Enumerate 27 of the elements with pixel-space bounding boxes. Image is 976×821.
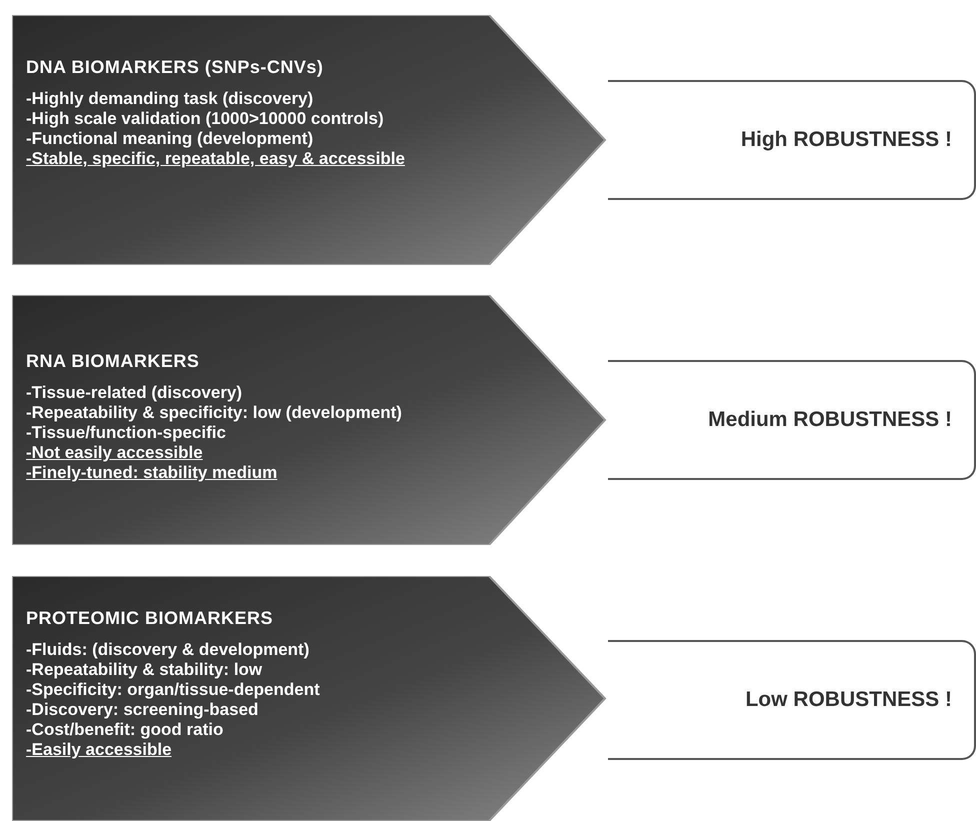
result-text: High ROBUSTNESS !: [740, 128, 952, 152]
heading: RNA BIOMARKERS: [26, 351, 200, 371]
chevron-panel: [12, 576, 607, 821]
result-text: Medium ROBUSTNESS !: [708, 408, 952, 432]
list-item: -Stable, specific, repeatable, easy & accessible: [26, 149, 405, 169]
list-item: -Specificity: organ/tissue-dependent: [26, 680, 320, 700]
list-item: -Easily accessible: [26, 740, 172, 760]
list-item: -Discovery: screening-based: [26, 700, 258, 720]
list-item: -Highly demanding task (discovery): [26, 89, 314, 109]
heading: PROTEOMIC BIOMARKERS: [26, 608, 274, 628]
list-item: -Tissue/function-specific: [26, 423, 226, 443]
list-item: -Cost/benefit: good ratio: [26, 720, 224, 740]
result-box: [608, 80, 976, 200]
list-item: -Functional meaning (development): [26, 129, 314, 149]
list-item: -Tissue-related (discovery): [26, 383, 242, 403]
list-item: -Fluids: (discovery & development): [26, 640, 310, 660]
list-item: -Not easily accessible: [26, 443, 203, 463]
list-item: -Repeatability & specificity: low (development): [26, 403, 402, 423]
chevron-panel: [12, 295, 607, 545]
result-text: Low ROBUSTNESS !: [745, 688, 952, 712]
chevron-panel: [12, 15, 607, 265]
list-item: -High scale validation (1000>10000 controls): [26, 109, 384, 129]
heading: DNA BIOMARKERS (SNPs-CNVs): [26, 57, 324, 77]
result-box: [608, 640, 976, 760]
result-box: [608, 360, 976, 480]
list-item: -Repeatability & stability: low: [26, 660, 262, 680]
list-item: -Finely-tuned: stability medium: [26, 463, 278, 483]
